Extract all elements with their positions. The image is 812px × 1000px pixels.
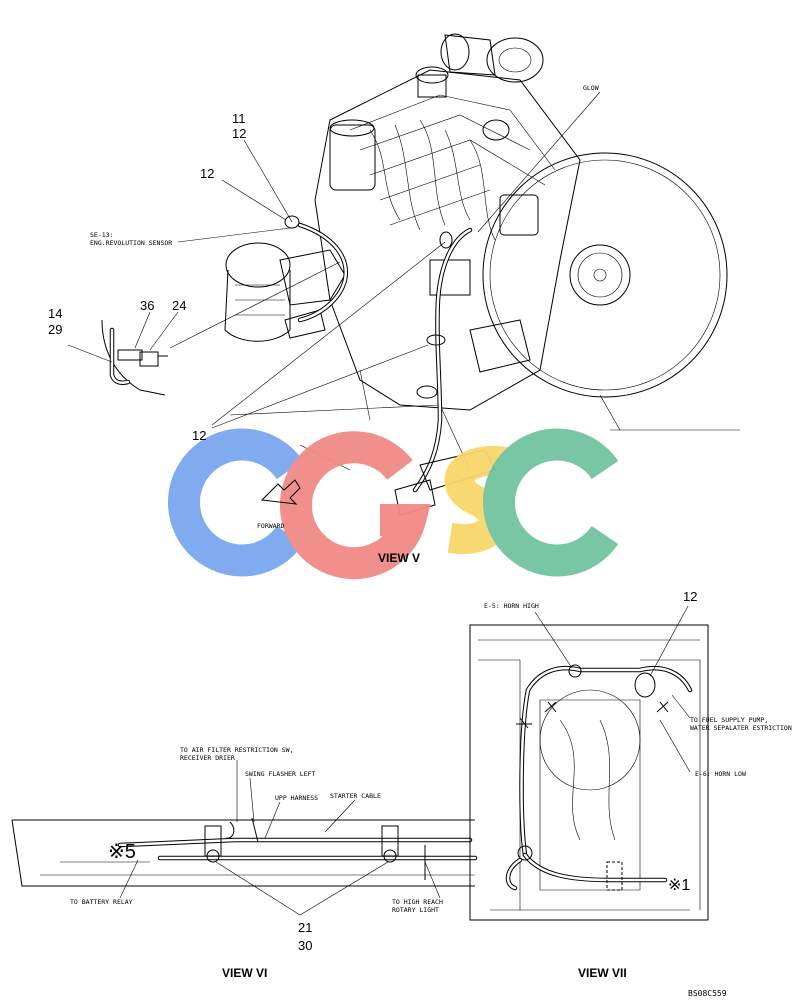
forward-arrow [260, 479, 301, 505]
watermark-g [279, 431, 431, 580]
note-air-filter-line2: RECEIVER DRIER [180, 754, 235, 762]
note-glow: GLOW [583, 84, 599, 92]
callout-12-upper: 12 [232, 126, 246, 141]
view-vi-illustration [11, 817, 478, 887]
note-upp-harness: UPP HARNESS [275, 794, 318, 802]
note-high-reach-line2: ROTARY LIGHT [392, 906, 439, 914]
view-vi-title: VIEW VI [222, 966, 267, 980]
watermark-c1 [168, 428, 304, 577]
note-se13-line2: ENG.REVOLUTION SENSOR [90, 239, 172, 247]
callout-12-lower: 12 [192, 428, 206, 443]
callout-11: 11 [232, 111, 246, 126]
drawing-code: BS08C559 [688, 989, 727, 998]
note-swing-flasher: SWING FLASHER LEFT [245, 770, 316, 778]
watermark-s [444, 445, 510, 555]
note-e5: E-5: HORN HIGH [484, 602, 539, 610]
callout-30: 30 [298, 938, 312, 953]
callout-21: 21 [298, 920, 312, 935]
callout-12-left: 12 [200, 166, 214, 181]
note-starter-cable: STARTER CABLE [330, 792, 381, 800]
note-high-reach-line1: TO HIGH REACH [392, 898, 443, 906]
connector-detail-inset [101, 319, 168, 396]
view-vii-illustration [469, 624, 709, 921]
callout-29: 29 [48, 322, 62, 337]
callout-12-view-vii: 12 [683, 589, 697, 604]
mark-x1: ※1 [668, 877, 690, 894]
note-e6: E-6: HORN LOW [695, 770, 746, 778]
view-v-title: VIEW V [378, 551, 420, 565]
leader-lines-view-vii [534, 605, 691, 773]
callout-14: 14 [48, 306, 62, 321]
callout-36: 36 [140, 298, 154, 313]
callout-24: 24 [172, 298, 186, 313]
watermark-c2 [483, 428, 619, 577]
note-se13-line1: SE-13: [90, 231, 113, 239]
watermark-logo [168, 428, 619, 580]
leader-lines-view-v [67, 91, 601, 429]
note-air-filter-line1: TO AIR FILTER RESTRICTION SW, [180, 746, 294, 754]
note-battery-relay: TO BATTERY RELAY [70, 898, 133, 906]
note-forward: FORWARD [257, 522, 284, 530]
engine-illustration [224, 33, 740, 516]
leader-lines-view-vi [119, 760, 441, 916]
view-vii-title: VIEW VII [578, 966, 627, 980]
mark-x5: ※5 [108, 841, 136, 863]
note-fuel-line2: WATER SEPALATER ESTRICTION [690, 724, 792, 732]
note-fuel-line1: TO FUEL SUPPLY PUMP, [690, 716, 768, 724]
